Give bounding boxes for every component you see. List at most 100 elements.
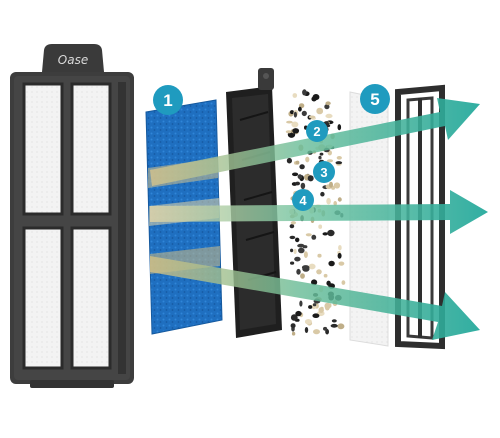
media-pellet [311,96,317,102]
media-pellet [324,104,330,110]
media-pellet [307,175,314,182]
middle-flow-arrow [150,190,488,234]
media-pellet [325,113,333,119]
media-pellet [318,224,323,229]
media-pellet [286,157,292,164]
media-pellet [316,269,322,275]
media-pellet [286,120,293,124]
media-pellet [297,243,305,248]
media-pellet [290,314,298,321]
media-pellet [318,307,324,313]
media-pellet [290,261,295,265]
badge-5: 5 [360,84,390,114]
media-pellet [311,234,317,240]
media-pellet [327,159,333,163]
media-pellet [285,130,292,134]
media-pellet [308,115,316,119]
media-pellet [298,106,302,112]
media-pellet [338,245,342,251]
svg-text:1: 1 [163,91,172,110]
filter-window-bottom-left [22,226,64,370]
media-pellet [295,310,302,317]
media-pellet [327,229,335,237]
media-pellet [319,152,324,156]
svg-text:3: 3 [320,165,327,180]
media-pellet [329,181,333,188]
svg-text:5: 5 [370,90,379,109]
media-pellet [290,248,294,253]
filter-window-top-right [70,82,112,216]
media-pellet [313,329,320,335]
media-pellet [337,323,345,330]
svg-text:2: 2 [313,124,320,139]
media-pellet [304,319,312,325]
media-pellet [312,303,317,307]
badge-2: 2 [306,120,328,142]
media-pellet [324,302,331,310]
media-pellet [308,305,313,309]
media-pellet [333,182,341,189]
badge-3: 3 [313,161,335,183]
media-pellet [341,280,346,285]
media-pellet [292,93,298,98]
media-pellet [293,248,297,254]
media-pellet [294,256,301,262]
media-pellet [290,221,296,225]
media-pellet [289,224,295,229]
media-pellet [330,323,338,328]
media-pellet [333,201,338,206]
media-pellet [305,156,310,163]
media-pellet [299,164,305,170]
filter-cartridge-housing: Oase [10,44,134,388]
media-pellet [337,124,342,131]
media-pellet [308,263,316,270]
filter-window-bottom-right [70,226,112,370]
media-pellet [322,232,328,236]
badge-4: 4 [292,189,314,211]
media-pellet [301,265,310,270]
filter-window-top-left [22,82,64,216]
media-pellet [295,237,300,243]
media-pellet [302,89,307,96]
media-pellet [338,261,345,266]
svg-text:4: 4 [299,193,307,208]
media-pellet [295,181,300,186]
media-pellet [311,279,318,286]
media-pellet [290,110,294,115]
media-pellet [297,174,303,180]
media-pellet [317,253,322,258]
media-pellet [304,327,309,333]
housing-tab[interactable] [42,44,104,72]
media-pellet [296,268,301,275]
media-pellet [316,107,324,115]
media-pellet [323,326,328,331]
bottom-flow-arrow [150,256,480,340]
media-pellet [293,111,297,118]
media-pellet [312,313,320,319]
media-pellet [291,121,299,128]
media-pellet [323,273,328,278]
media-pellet [305,233,312,237]
badge-1: 1 [153,85,183,115]
media-pellet [336,156,342,160]
media-pellet [325,101,331,106]
media-pellet [328,260,335,267]
brand-logo: Oase [58,53,88,67]
media-pellet [291,331,296,336]
media-pellet [292,172,299,177]
media-pellet [318,155,322,160]
media-pellet [289,235,296,240]
black-media-cage [226,68,282,338]
media-pellet [295,160,300,165]
media-pellet [300,182,306,190]
media-pellet [298,247,305,254]
media-pellet [326,197,331,205]
media-pellet [301,110,307,117]
media-pellet [337,197,342,202]
media-pellet [299,300,303,307]
media-pellet [300,273,305,279]
media-pellet [331,319,337,323]
top-flow-arrow [150,98,480,186]
media-pellet [337,252,342,259]
